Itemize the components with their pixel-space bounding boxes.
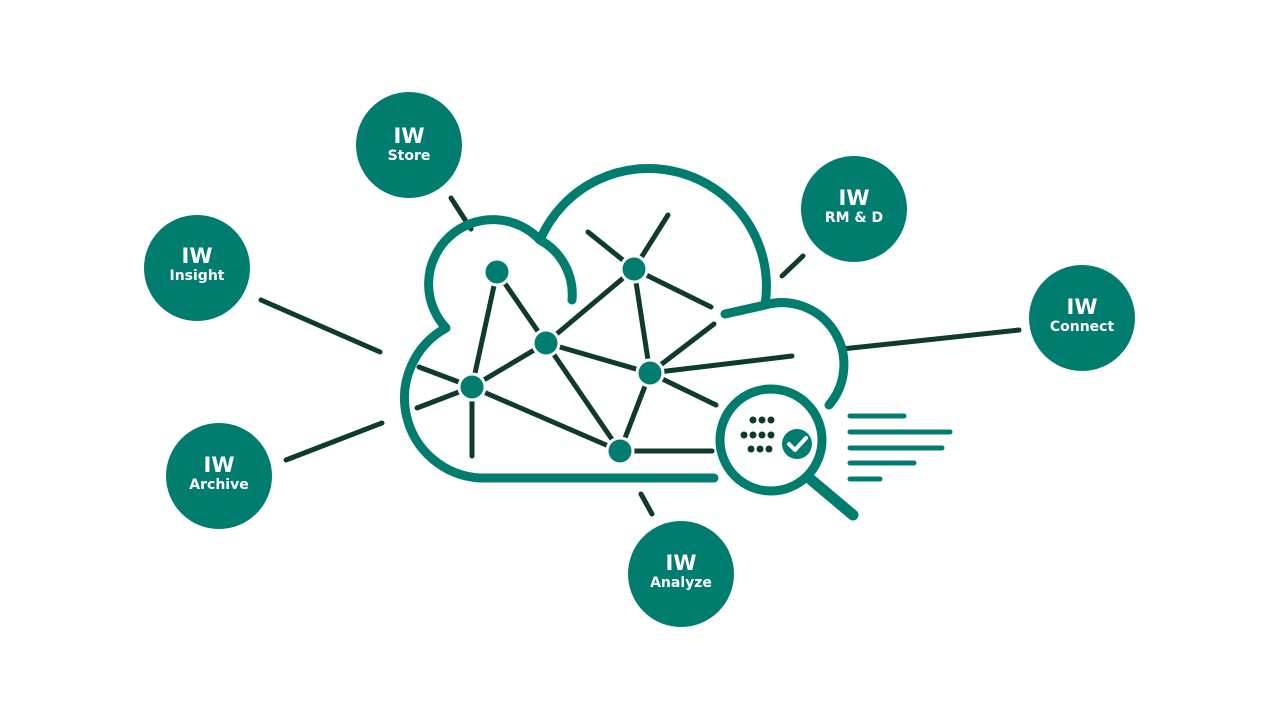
cloud-inner-lobe [535,235,577,305]
node-title: IW [666,551,697,575]
node-label: Store [388,148,431,164]
node-iw-analyze: IW Analyze [628,521,734,627]
node-label: Connect [1050,319,1115,335]
node-title: IW [839,186,870,210]
node-title: IW [1067,295,1098,319]
connectors [258,195,1022,517]
node-iw-connect: IW Connect [1029,265,1135,371]
cloud-outline [400,164,849,483]
node-title: IW [182,244,213,268]
connector-connect [839,327,1022,352]
cloud-network-icon [400,164,849,483]
node-label: Analyze [650,575,712,591]
node-title: IW [204,453,235,477]
node-label: Archive [189,477,248,493]
check-circle-icon [782,429,812,459]
connector-archive [283,420,385,463]
node-label: RM & D [825,210,883,226]
connector-insight [258,297,383,355]
node-label: Insight [170,268,225,284]
node-iw-insight: IW Insight [144,215,250,321]
node-iw-store: IW Store [356,92,462,198]
node-title: IW [394,124,425,148]
connector-analyze [638,491,655,517]
node-iw-archive: IW Archive [166,423,272,529]
magnifier-check-icon [715,384,859,521]
speed-lines-icon [847,413,953,482]
node-iw-rmd: IW RM & D [801,156,907,262]
connector-rmd [779,253,806,279]
network-nodes [457,254,665,466]
